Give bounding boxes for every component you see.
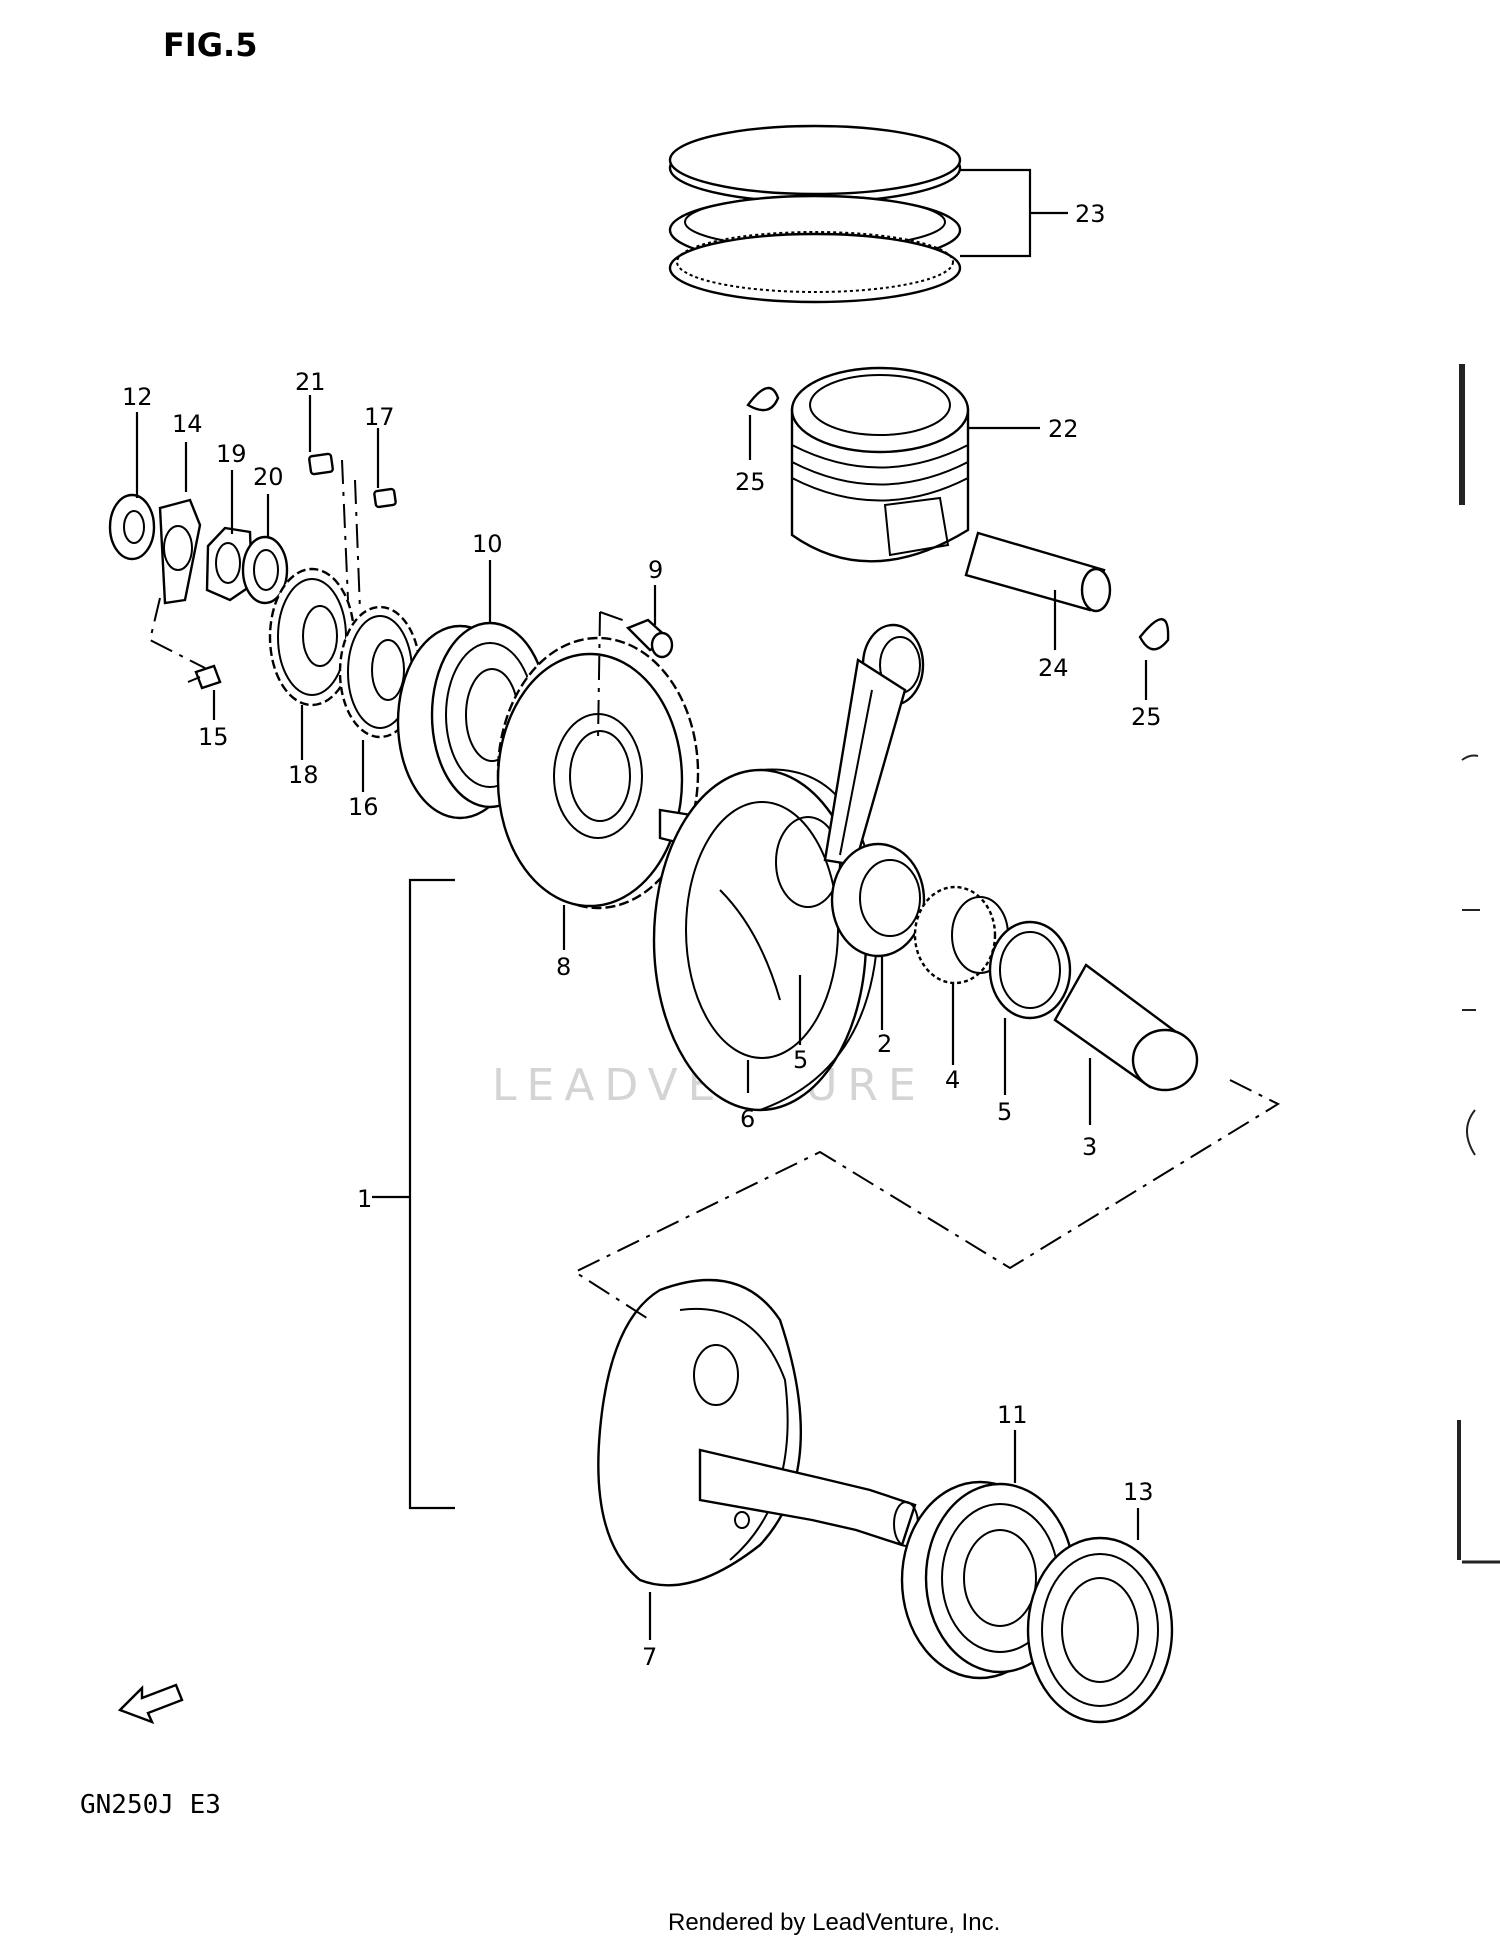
callout-19: 19 bbox=[216, 440, 247, 468]
callout-14: 14 bbox=[172, 410, 203, 438]
callout-10: 10 bbox=[472, 530, 503, 558]
callout-24: 24 bbox=[1038, 654, 1069, 682]
oil-seal-12 bbox=[108, 493, 156, 561]
crank-web-7 bbox=[597, 1278, 919, 1587]
circlip-upper bbox=[746, 387, 780, 412]
callout-9: 9 bbox=[648, 556, 663, 584]
bolt-15 bbox=[187, 664, 222, 690]
lock-washer-14 bbox=[158, 498, 202, 605]
callout-17: 17 bbox=[364, 403, 395, 431]
gear-8 bbox=[496, 636, 700, 910]
callout-3: 3 bbox=[1082, 1133, 1097, 1161]
piston-pin bbox=[964, 531, 1112, 613]
key-21 bbox=[308, 452, 334, 476]
callout-2: 2 bbox=[877, 1030, 892, 1058]
crank-pin bbox=[1053, 963, 1199, 1092]
oil-seal-13 bbox=[1026, 1536, 1174, 1724]
figure-title: FIG.5 bbox=[163, 26, 257, 64]
model-code: GN250J E3 bbox=[80, 1790, 221, 1820]
circlip-lower bbox=[1138, 618, 1170, 651]
fwd-arrow: FWD bbox=[117, 1683, 184, 1725]
callout-11: 11 bbox=[997, 1401, 1028, 1429]
callout-1: 1 bbox=[357, 1185, 372, 1213]
callout-20: 20 bbox=[253, 463, 284, 491]
callout-25a: 25 bbox=[735, 468, 766, 496]
callout-21: 21 bbox=[295, 368, 326, 396]
callout-8: 8 bbox=[556, 953, 571, 981]
callout-25b: 25 bbox=[1131, 703, 1162, 731]
callout-4: 4 bbox=[945, 1066, 960, 1094]
callout-18: 18 bbox=[288, 761, 319, 789]
callout-5a: 5 bbox=[793, 1046, 808, 1074]
callout-23: 23 bbox=[1075, 200, 1106, 228]
callout-15: 15 bbox=[198, 723, 229, 751]
key-17 bbox=[373, 487, 397, 509]
thrust-washer bbox=[988, 920, 1072, 1020]
piston-rings bbox=[668, 124, 962, 304]
pin-9 bbox=[625, 618, 674, 659]
callout-13: 13 bbox=[1123, 1478, 1154, 1506]
callout-labels: 1 2 3 4 5 5 6 7 8 9 10 11 12 13 14 15 16… bbox=[122, 200, 1162, 1671]
callout-5b: 5 bbox=[997, 1098, 1012, 1126]
washer-20 bbox=[241, 535, 289, 605]
connecting-rod bbox=[823, 623, 926, 958]
callout-6: 6 bbox=[740, 1105, 755, 1133]
callout-7: 7 bbox=[642, 1643, 657, 1671]
piston bbox=[790, 366, 970, 563]
footer-credit: Rendered by LeadVenture, Inc. bbox=[668, 1909, 1000, 1936]
scan-edge-marks bbox=[1457, 364, 1500, 1564]
callout-16: 16 bbox=[348, 793, 379, 821]
callout-12: 12 bbox=[122, 383, 153, 411]
bearing-11 bbox=[900, 1480, 1076, 1680]
callout-22: 22 bbox=[1048, 415, 1079, 443]
leader-lines bbox=[135, 168, 1281, 1640]
